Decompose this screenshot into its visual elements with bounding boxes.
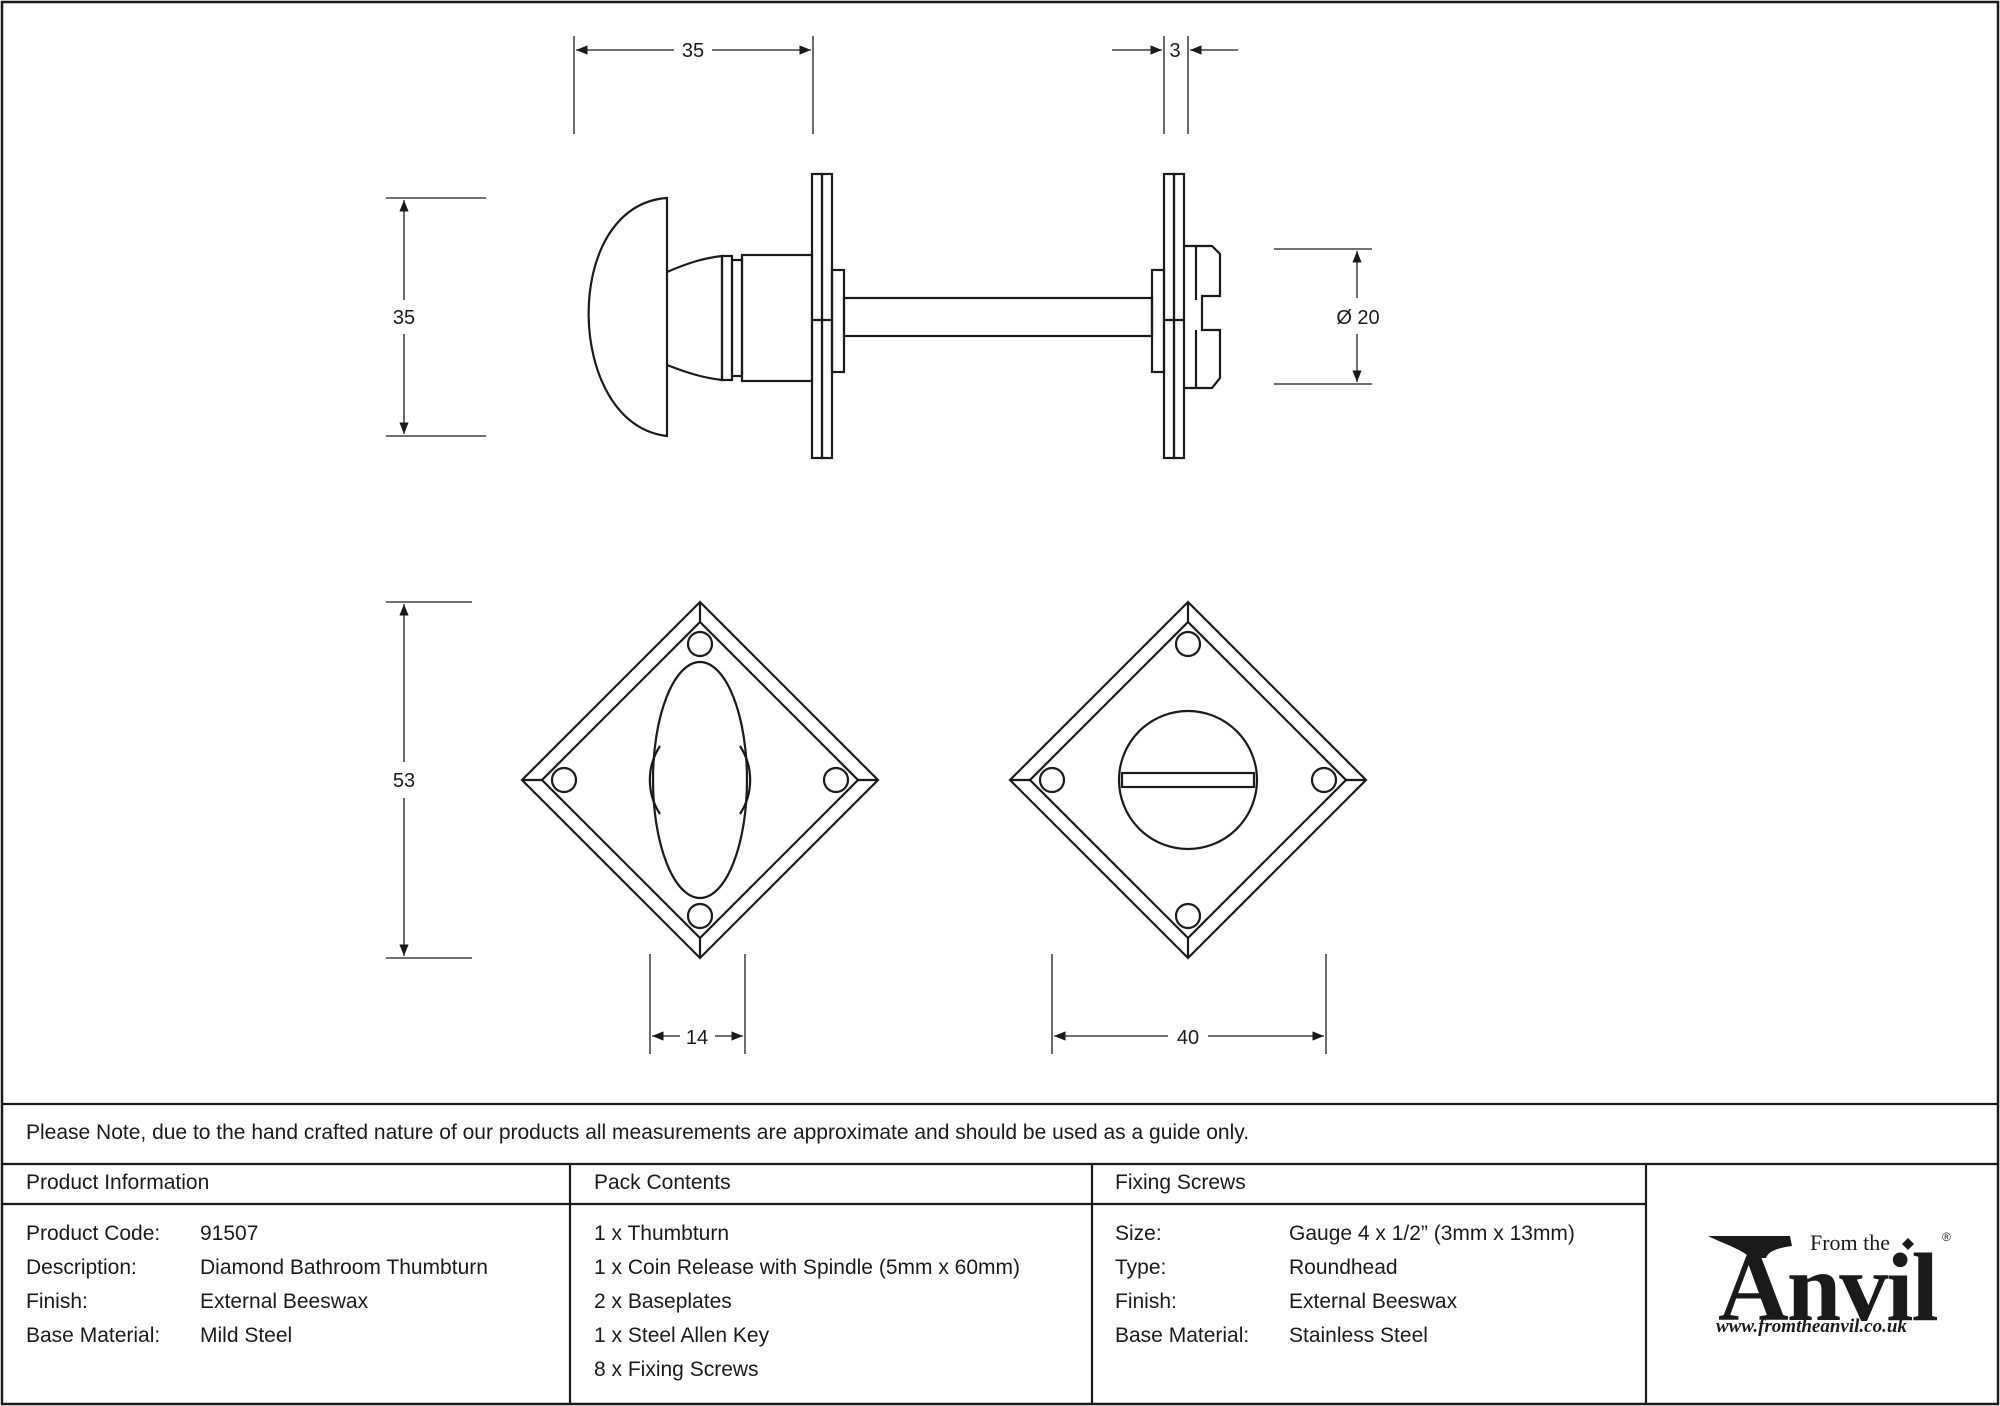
fixing-screws-row: Size: Gauge 4 x 1/2” (3mm x 13mm) (1115, 1217, 1575, 1251)
product-info-value: Diamond Bathroom Thumbturn (200, 1256, 488, 1279)
dim-knob-height: 35 (393, 307, 415, 329)
product-info-label: Base Material: (26, 1324, 161, 1347)
pack-contents-list: 1 x Thumbturn 1 x Coin Release with Spin… (594, 1217, 1020, 1387)
fixing-screws-label: Size: (1115, 1222, 1162, 1245)
dim-turn-width: 14 (686, 1027, 708, 1049)
fixing-screws-value: Roundhead (1289, 1256, 1398, 1279)
pack-item: 1 x Steel Allen Key (594, 1324, 770, 1347)
product-info-row: Finish: External Beeswax (26, 1285, 488, 1319)
product-info-value: Mild Steel (200, 1324, 293, 1347)
dim-plate-width: 40 (1177, 1027, 1199, 1049)
dim-top-width: 35 (682, 40, 704, 62)
fixing-screws-label: Type: (1115, 1256, 1167, 1279)
fixing-screws-list: Size: Gauge 4 x 1/2” (3mm x 13mm) Type: Ro… (1115, 1217, 1575, 1353)
fixing-screws-row: Type: Roundhead (1115, 1251, 1575, 1285)
fixing-screws-value: External Beeswax (1289, 1290, 1458, 1313)
dim-diameter: Ø 20 (1336, 307, 1379, 329)
fixing-screws-row: Finish: External Beeswax (1115, 1285, 1575, 1319)
fixing-screws-row: Base Material: Stainless Steel (1115, 1319, 1575, 1353)
fixing-screws-value: Stainless Steel (1289, 1324, 1428, 1347)
pack-contents-header: Pack Contents (594, 1171, 731, 1194)
logo-url-text: www.fromtheanvil.co.uk (1716, 1316, 1907, 1337)
front-view-coin-release (1008, 600, 1368, 960)
info-table-grid (2, 1102, 1998, 1404)
side-view-thumbturn (587, 172, 1222, 460)
fixing-screws-value: Gauge 4 x 1/2” (3mm x 13mm) (1289, 1222, 1575, 1245)
product-info-row: Product Code: 91507 (26, 1217, 488, 1251)
fixing-screws-header: Fixing Screws (1115, 1171, 1246, 1194)
product-info-row: Base Material: Mild Steel (26, 1319, 488, 1353)
pack-item: 2 x Baseplates (594, 1290, 732, 1313)
pack-item: 8 x Fixing Screws (594, 1358, 759, 1381)
logo-brand-text: Anvil (1718, 1234, 1939, 1342)
dim-plate-height: 53 (393, 770, 415, 792)
product-info-row: Description: Diamond Bathroom Thumbturn (26, 1251, 488, 1285)
product-info-value: External Beeswax (200, 1290, 369, 1313)
product-info-list: Product Code: 91507 Description: Diamond B… (26, 1217, 488, 1353)
fixing-screws-label: Base Material: (1115, 1324, 1250, 1347)
product-info-label: Product Code: (26, 1222, 161, 1245)
logo-from-text: From the (1810, 1230, 1891, 1255)
product-info-value: 91507 (200, 1222, 259, 1245)
logo-registered-mark: ® (1942, 1230, 1951, 1244)
dim-plate-thickness: 3 (1169, 40, 1180, 62)
front-view-thumbturn (520, 600, 880, 960)
anvil-logo-icon (1708, 1236, 1914, 1258)
product-info-label: Finish: (26, 1290, 88, 1313)
measurement-note: Please Note, due to the hand crafted nat… (26, 1121, 1250, 1144)
fixing-screws-label: Finish: (1115, 1290, 1177, 1313)
product-info-label: Description: (26, 1256, 137, 1279)
pack-item: 1 x Thumbturn (594, 1222, 730, 1245)
product-info-header: Product Information (26, 1171, 210, 1194)
pack-item: 1 x Coin Release with Spindle (5mm x 60m… (594, 1256, 1020, 1279)
